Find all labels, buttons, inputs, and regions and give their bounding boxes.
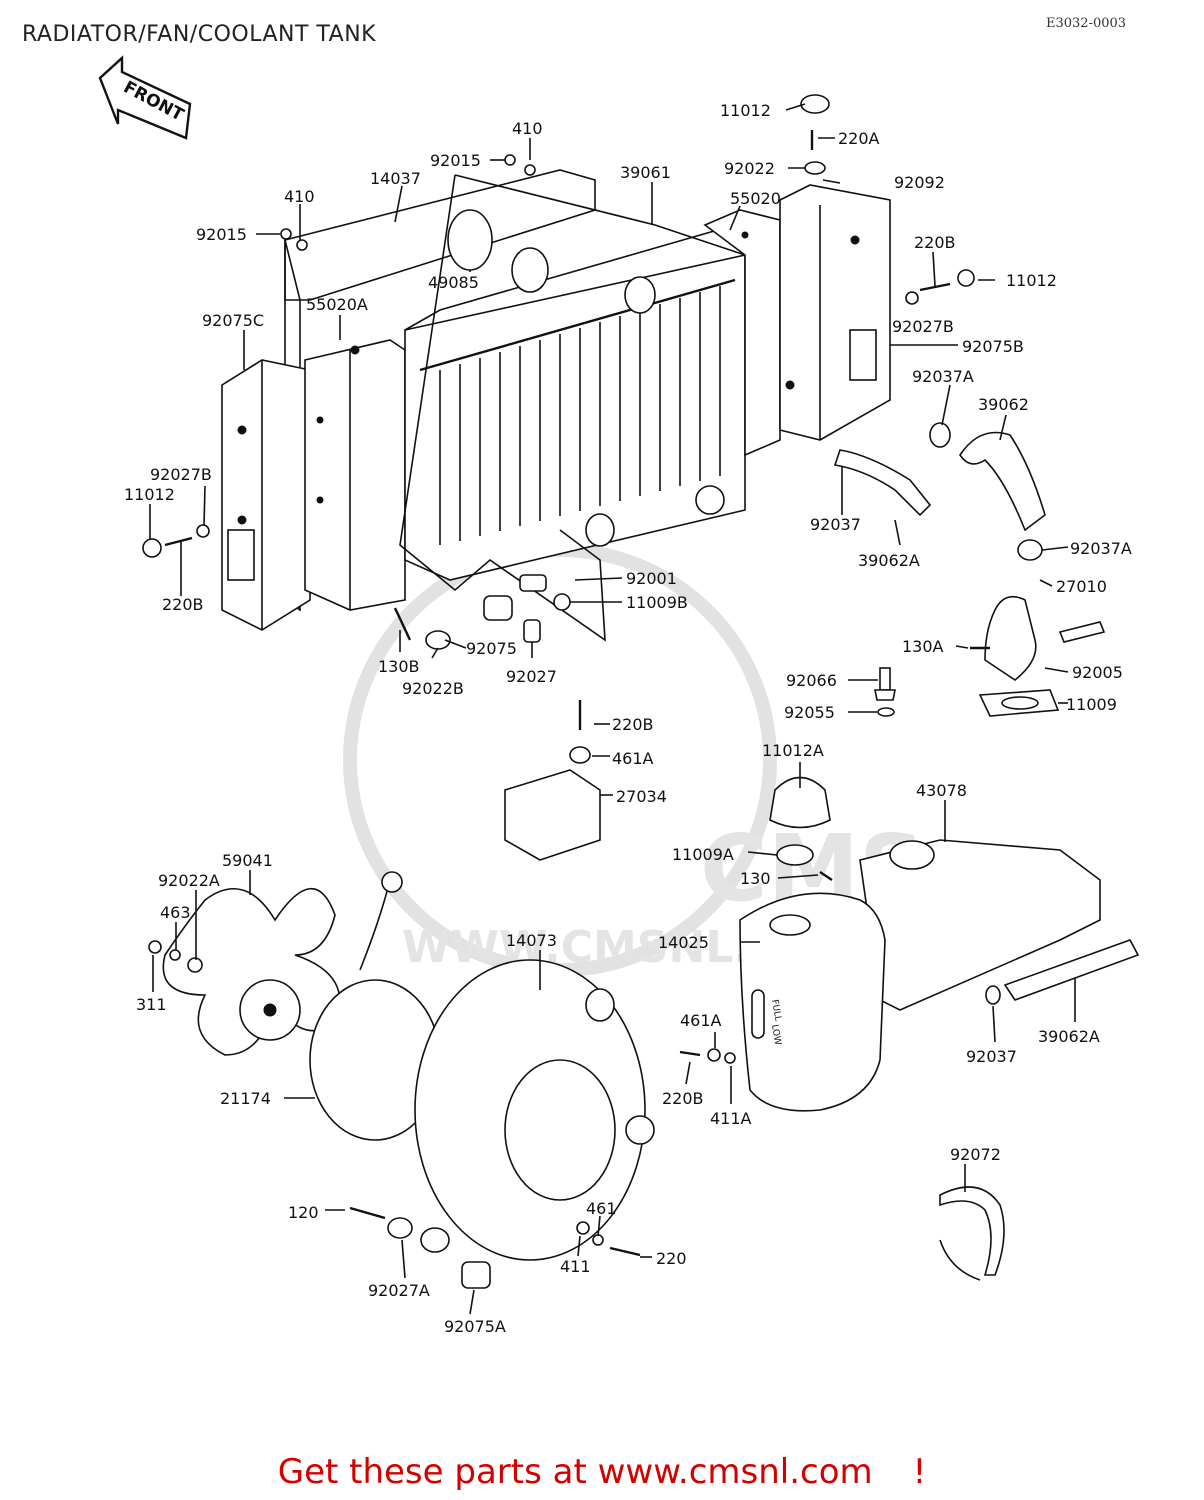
part-label-220B-b: 220B xyxy=(162,595,204,614)
part-label-49085: 49085 xyxy=(428,273,479,292)
part-label-27034: 27034 xyxy=(616,787,667,806)
coolant-tank-assembly: FULL LOW xyxy=(679,776,1140,1281)
part-label-92015: 92015 xyxy=(430,151,481,170)
part-label-461A-b: 461A xyxy=(680,1011,722,1030)
part-label-92015-b: 92015 xyxy=(196,225,247,244)
part-label-39062A: 39062A xyxy=(858,551,920,570)
part-label-220B-d: 220B xyxy=(662,1089,704,1108)
part-label-14037: 14037 xyxy=(370,169,421,188)
part-label-92055: 92055 xyxy=(784,703,835,722)
part-label-220B: 220B xyxy=(914,233,956,252)
part-label-92005: 92005 xyxy=(1072,663,1123,682)
part-label-130B: 130B xyxy=(378,657,420,676)
radiator-fins xyxy=(439,286,721,545)
part-label-92075: 92075 xyxy=(466,639,517,658)
part-label-11009: 11009 xyxy=(1066,695,1117,714)
part-label-92072: 92072 xyxy=(950,1145,1001,1164)
part-label-92022: 92022 xyxy=(724,159,775,178)
part-label-220B-c: 220B xyxy=(612,715,654,734)
part-label-220A: 220A xyxy=(838,129,880,148)
part-labels: 11012 220A 410 92015 39061 92022 92092 1… xyxy=(124,101,1132,1336)
part-label-461: 461 xyxy=(586,1199,617,1218)
footer-exclamation: ! xyxy=(912,1452,927,1492)
part-label-11012-b: 11012 xyxy=(1006,271,1057,290)
part-label-92027B-b: 92027B xyxy=(150,465,212,484)
part-label-411A: 411A xyxy=(710,1109,752,1128)
part-label-27010: 27010 xyxy=(1056,577,1107,596)
part-label-59041: 59041 xyxy=(222,851,273,870)
part-label-92037A: 92037A xyxy=(912,367,974,386)
part-label-55020A: 55020A xyxy=(306,295,368,314)
part-label-39062A-b: 39062A xyxy=(1038,1027,1100,1046)
part-label-11012: 11012 xyxy=(720,101,771,120)
part-label-92066: 92066 xyxy=(786,671,837,690)
part-label-14025: 14025 xyxy=(658,933,709,952)
diagram-reference-code: E3032-0003 xyxy=(1046,16,1127,31)
part-label-130: 130 xyxy=(740,869,771,888)
radiator-assembly xyxy=(221,169,891,642)
hoses-and-thermostat xyxy=(833,422,1106,717)
front-arrow-icon: FRONT xyxy=(98,55,192,140)
footer-link[interactable]: Get these parts at www.cmsnl.com xyxy=(277,1452,873,1492)
part-label-410: 410 xyxy=(512,119,543,138)
part-label-410-b: 410 xyxy=(284,187,315,206)
part-label-92001: 92001 xyxy=(626,569,677,588)
part-label-11012-c: 11012 xyxy=(124,485,175,504)
part-label-92027B: 92027B xyxy=(892,317,954,336)
tank-low-mark: LOW xyxy=(769,1024,782,1046)
part-label-92022A: 92022A xyxy=(158,871,220,890)
tank-full-mark: FULL xyxy=(769,999,783,1022)
part-label-92075B: 92075B xyxy=(962,337,1024,356)
part-label-11009A: 11009A xyxy=(672,845,734,864)
part-label-311: 311 xyxy=(136,995,167,1014)
part-label-11009B: 11009B xyxy=(626,593,688,612)
radiator-fasteners xyxy=(142,94,975,861)
part-label-92027: 92027 xyxy=(506,667,557,686)
part-label-92037: 92037 xyxy=(810,515,861,534)
part-label-461A: 461A xyxy=(612,749,654,768)
part-label-39062: 39062 xyxy=(978,395,1029,414)
leader-lines xyxy=(149,103,1076,1315)
part-label-120: 120 xyxy=(288,1203,319,1222)
part-label-43078: 43078 xyxy=(916,781,967,800)
part-label-14073: 14073 xyxy=(506,931,557,950)
part-label-130A: 130A xyxy=(902,637,944,656)
part-label-411: 411 xyxy=(560,1257,591,1276)
page-title: RADIATOR/FAN/COOLANT TANK xyxy=(22,22,377,47)
part-label-92022B: 92022B xyxy=(402,679,464,698)
part-label-92075C: 92075C xyxy=(202,311,264,330)
footer-promo: Get these parts at www.cmsnl.com! xyxy=(0,1452,1204,1492)
part-label-463: 463 xyxy=(160,903,191,922)
part-label-92027A: 92027A xyxy=(368,1281,430,1300)
part-label-220: 220 xyxy=(656,1249,687,1268)
part-label-55020: 55020 xyxy=(730,189,781,208)
part-label-92092: 92092 xyxy=(894,173,945,192)
fan-assembly xyxy=(148,871,655,1289)
part-label-39061: 39061 xyxy=(620,163,671,182)
exploded-parts-diagram: CMS WWW.CMSNL.COM FRONT xyxy=(98,55,1140,1336)
part-label-92075A: 92075A xyxy=(444,1317,506,1336)
part-label-11012A: 11012A xyxy=(762,741,824,760)
part-label-92037-b: 92037 xyxy=(966,1047,1017,1066)
part-label-92037A-b: 92037A xyxy=(1070,539,1132,558)
part-label-21174: 21174 xyxy=(220,1089,271,1108)
